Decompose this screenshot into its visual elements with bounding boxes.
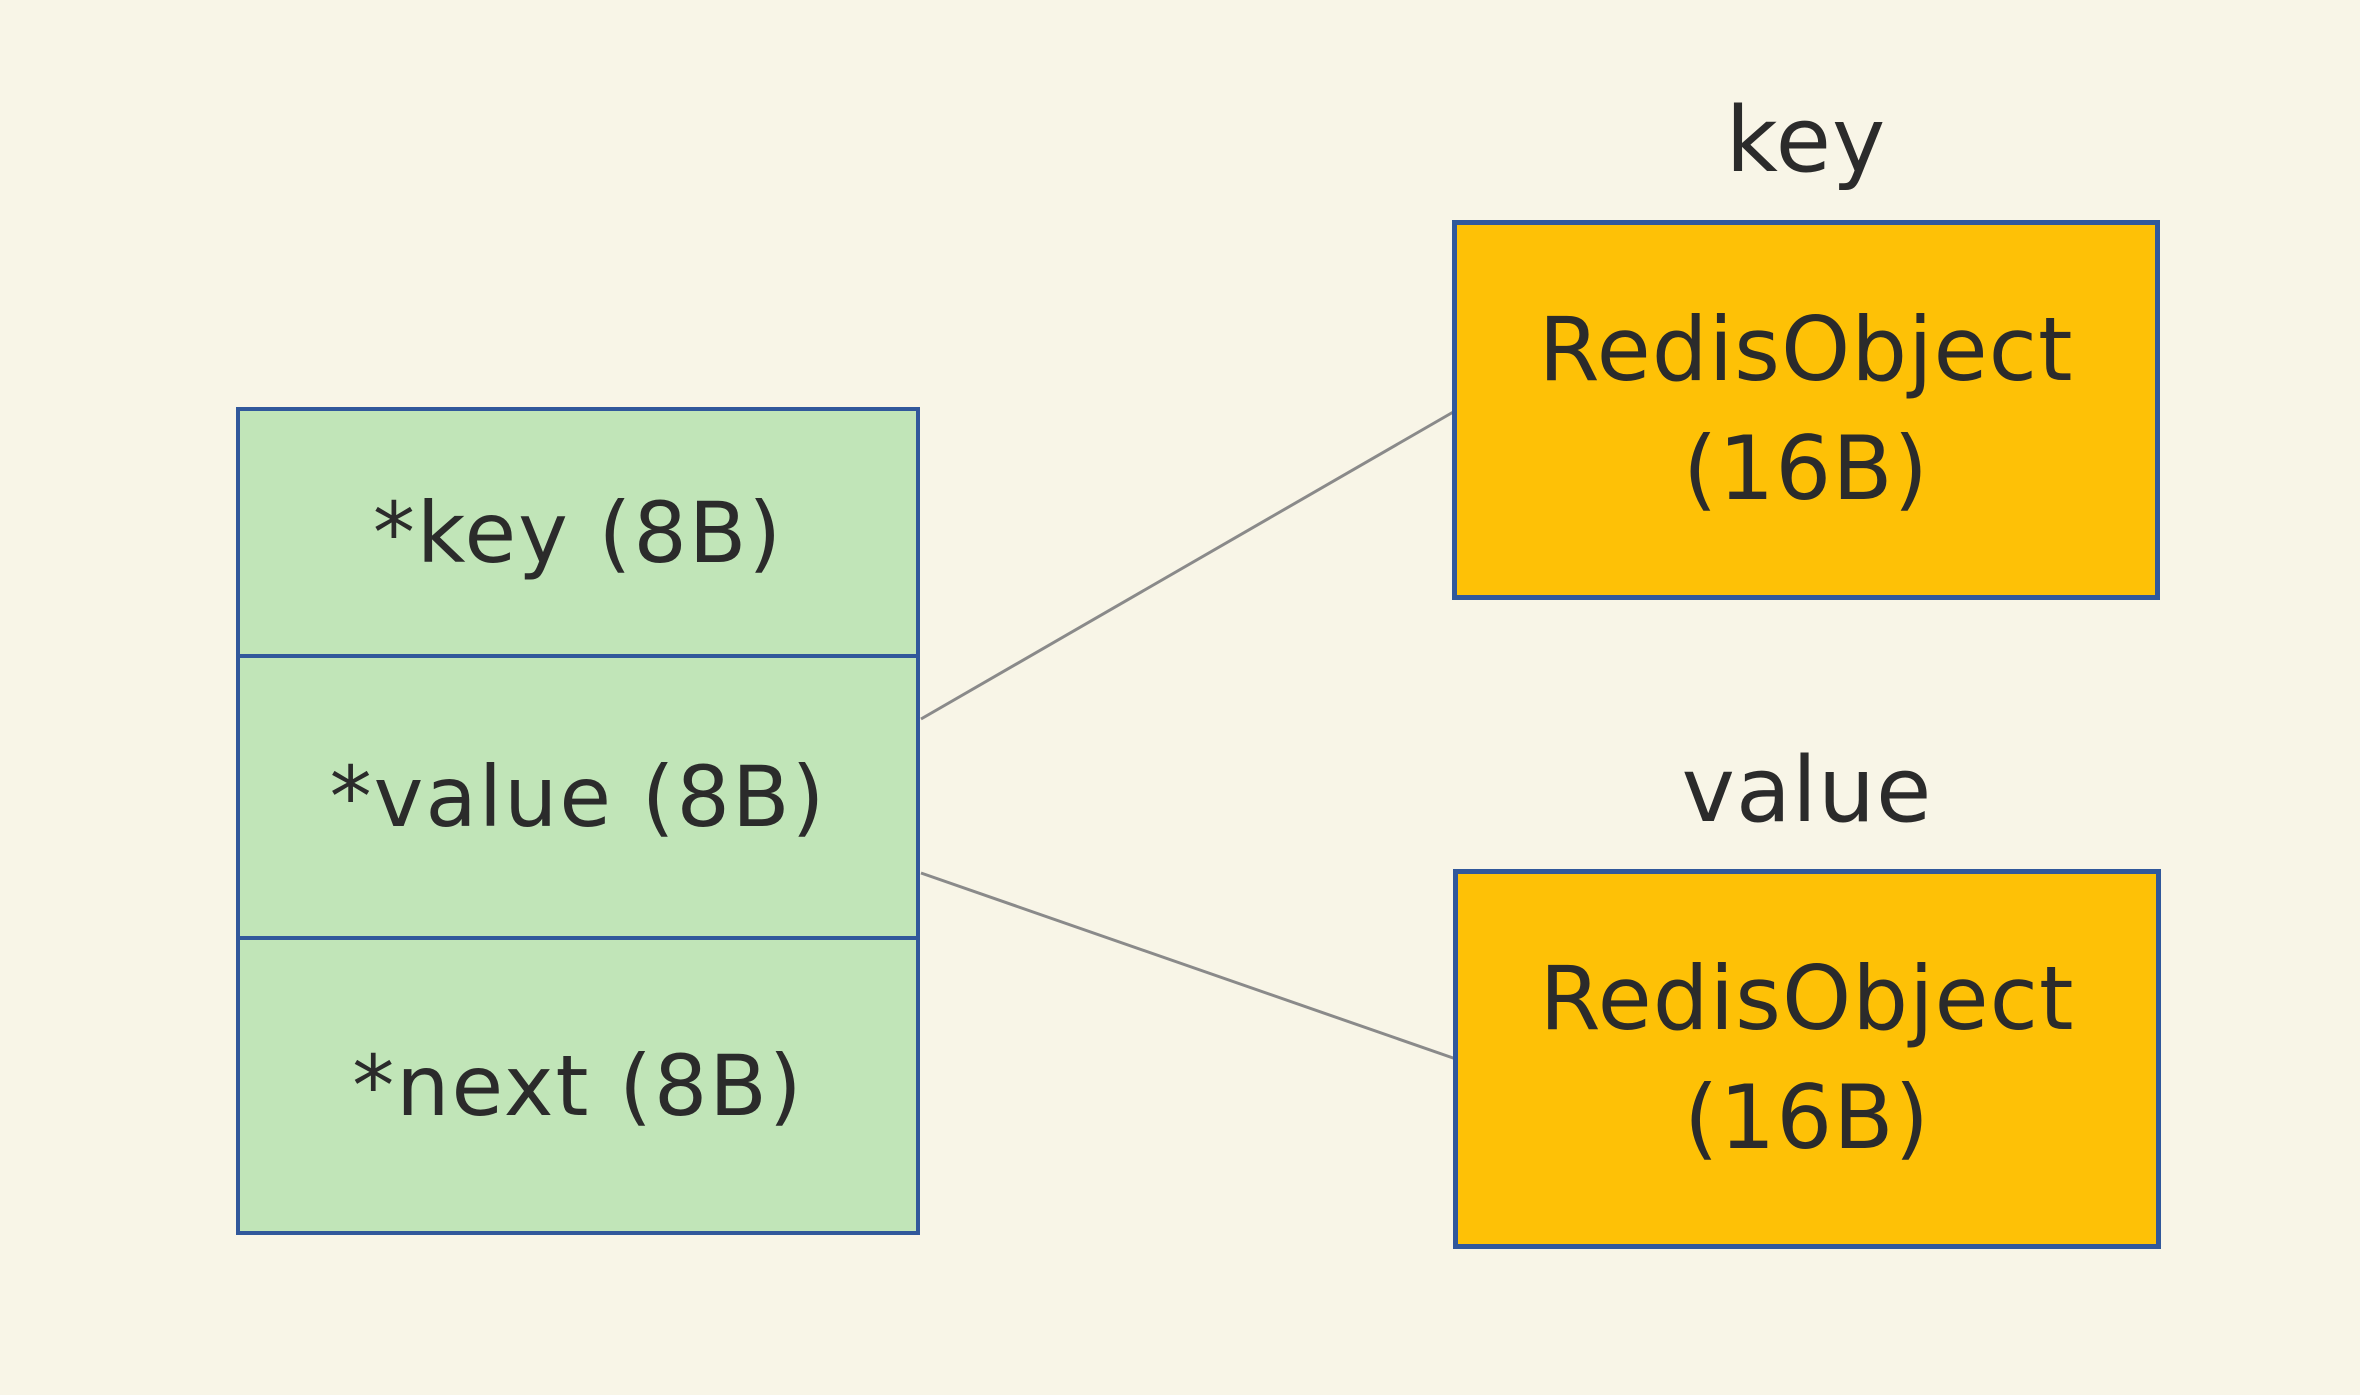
value-object-caption: value [1681, 738, 1933, 843]
connector-to-key-object [920, 409, 1456, 721]
value-redisobject-box: RedisObject (16B) [1453, 869, 2161, 1249]
struct-cell-key-label: *key (8B) [372, 483, 784, 582]
connector-to-value-object [920, 871, 1457, 1061]
key-redisobject-title: RedisObject [1538, 298, 2074, 402]
value-redisobject-title: RedisObject [1539, 947, 2075, 1051]
key-object-caption: key [1725, 88, 1887, 193]
key-redisobject-box: RedisObject (16B) [1452, 220, 2160, 600]
struct-cell-value: *value (8B) [240, 654, 916, 936]
value-redisobject-size: (16B) [1683, 1066, 1930, 1169]
dictentry-struct-box: *key (8B) *value (8B) *next (8B) [236, 407, 920, 1235]
struct-cell-next: *next (8B) [240, 936, 916, 1231]
struct-cell-key: *key (8B) [240, 411, 916, 654]
key-redisobject-size: (16B) [1682, 417, 1929, 520]
struct-cell-next-label: *next (8B) [352, 1036, 804, 1135]
struct-cell-value-label: *value (8B) [329, 748, 827, 846]
